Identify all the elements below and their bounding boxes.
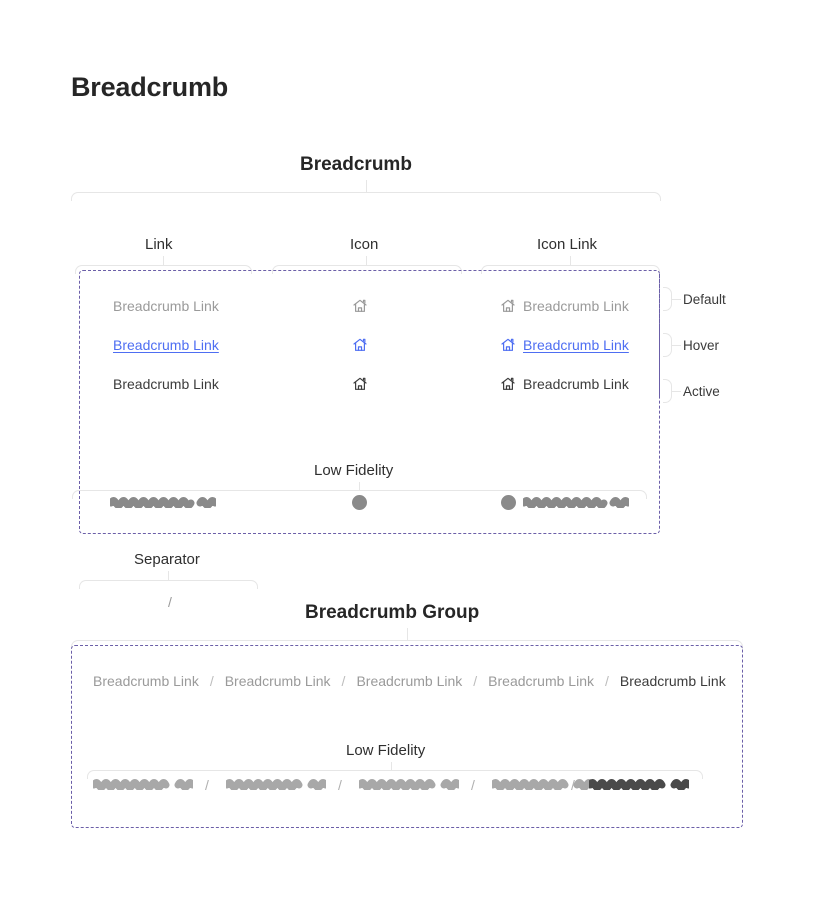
state-bracket-active: [663, 379, 672, 403]
breadcrumb-icon-link-active-label: Breadcrumb Link: [523, 376, 629, 392]
state-stem-default: [672, 299, 681, 300]
lofi-icon-dot: [352, 495, 367, 510]
lofi-scribble-link: [110, 497, 216, 508]
lofi-group-scribble-5: [589, 779, 689, 790]
variant-bracket-icon-link: [481, 265, 660, 274]
home-icon: [352, 337, 368, 353]
group-item-2[interactable]: Breadcrumb Link: [224, 673, 331, 689]
group-item-3[interactable]: Breadcrumb Link: [356, 673, 463, 689]
home-icon: [352, 376, 368, 392]
group-separator-2: /: [341, 673, 346, 689]
group-section-title: Breadcrumb Group: [305, 602, 480, 623]
lofi-icon-link-dot: [501, 495, 516, 510]
lofi-group-separator-1: /: [205, 777, 209, 793]
group-title-bracket: [71, 640, 743, 649]
state-stem-hover: [672, 345, 681, 346]
separator-stem: [168, 571, 169, 580]
separator-symbol: /: [168, 594, 172, 610]
lofi-group-scribble-3: [359, 779, 459, 790]
lofi-group-scribble-4: [492, 779, 592, 790]
page-title: Breadcrumb: [71, 72, 229, 102]
breadcrumb-link-active-label: Breadcrumb Link: [113, 376, 219, 392]
breadcrumb-link-default-label: Breadcrumb Link: [113, 298, 219, 314]
state-bracket-default: [663, 287, 672, 311]
home-icon: [500, 298, 516, 314]
breadcrumb-link-default[interactable]: Breadcrumb Link: [113, 298, 219, 314]
variant-label-link: Link: [145, 236, 173, 253]
group-separator-4: /: [604, 673, 609, 689]
group-low-fidelity-label: Low Fidelity: [346, 742, 426, 759]
breadcrumb-section-title: Breadcrumb: [300, 154, 412, 175]
breadcrumb-link-active[interactable]: Breadcrumb Link: [113, 376, 219, 392]
breadcrumb-icon-link-default-label: Breadcrumb Link: [523, 298, 629, 314]
low-fidelity-stem: [359, 482, 360, 490]
state-guide-line: [659, 274, 660, 396]
variant-label-icon-link: Icon Link: [537, 236, 598, 253]
variant-stem-link: [163, 256, 164, 265]
lofi-group-separator-4: /: [571, 777, 575, 793]
lofi-group-separator-2: /: [338, 777, 342, 793]
separator-section-label: Separator: [134, 551, 200, 568]
group-item-4[interactable]: Breadcrumb Link: [488, 673, 594, 689]
group-card: [71, 645, 743, 828]
breadcrumb-group: Breadcrumb Link / Breadcrumb Link / Brea…: [93, 673, 726, 689]
breadcrumb-icon-link-default[interactable]: Breadcrumb Link: [500, 298, 629, 314]
group-item-1[interactable]: Breadcrumb Link: [93, 673, 199, 689]
breadcrumb-link-hover[interactable]: Breadcrumb Link: [113, 337, 219, 353]
lofi-scribble-icon-link: [523, 497, 629, 508]
variant-bracket-icon: [272, 265, 462, 274]
separator-bracket: [79, 580, 258, 589]
state-label-hover: Hover: [683, 338, 720, 353]
state-stem-active: [672, 391, 681, 392]
breadcrumb-link-hover-label: Breadcrumb Link: [113, 337, 219, 353]
breadcrumb-icon-default[interactable]: [350, 296, 370, 316]
low-fidelity-bracket: [72, 490, 647, 499]
group-title-stem: [407, 628, 408, 640]
lofi-group-scribble-1: [93, 779, 193, 790]
breadcrumb-icon-link-hover-label: Breadcrumb Link: [523, 337, 629, 353]
home-icon: [352, 298, 368, 314]
variant-label-icon: Icon: [350, 236, 379, 253]
variant-stem-icon: [366, 256, 367, 265]
lofi-group-scribble-2: [226, 779, 326, 790]
breadcrumb-icon-link-hover[interactable]: Breadcrumb Link: [500, 337, 629, 353]
low-fidelity-label: Low Fidelity: [314, 462, 394, 479]
group-low-fidelity-stem: [391, 762, 392, 770]
group-item-5[interactable]: Breadcrumb Link: [619, 673, 726, 689]
group-separator-1: /: [209, 673, 214, 689]
variant-stem-icon-link: [570, 256, 571, 265]
lofi-group-separator-3: /: [471, 777, 475, 793]
state-label-default: Default: [683, 292, 726, 307]
home-icon: [500, 337, 516, 353]
variant-bracket-link: [75, 265, 252, 274]
breadcrumb-card: [79, 270, 660, 534]
state-bracket-hover: [663, 333, 672, 357]
breadcrumb-icon-active[interactable]: [350, 374, 370, 394]
group-separator-3: /: [473, 673, 478, 689]
breadcrumb-icon-link-active[interactable]: Breadcrumb Link: [500, 376, 629, 392]
state-label-active: Active: [683, 384, 720, 399]
home-icon: [500, 376, 516, 392]
breadcrumb-title-stem: [366, 180, 367, 192]
breadcrumb-title-bracket: [71, 192, 661, 201]
breadcrumb-icon-hover[interactable]: [350, 335, 370, 355]
group-low-fidelity-bracket: [87, 770, 703, 779]
